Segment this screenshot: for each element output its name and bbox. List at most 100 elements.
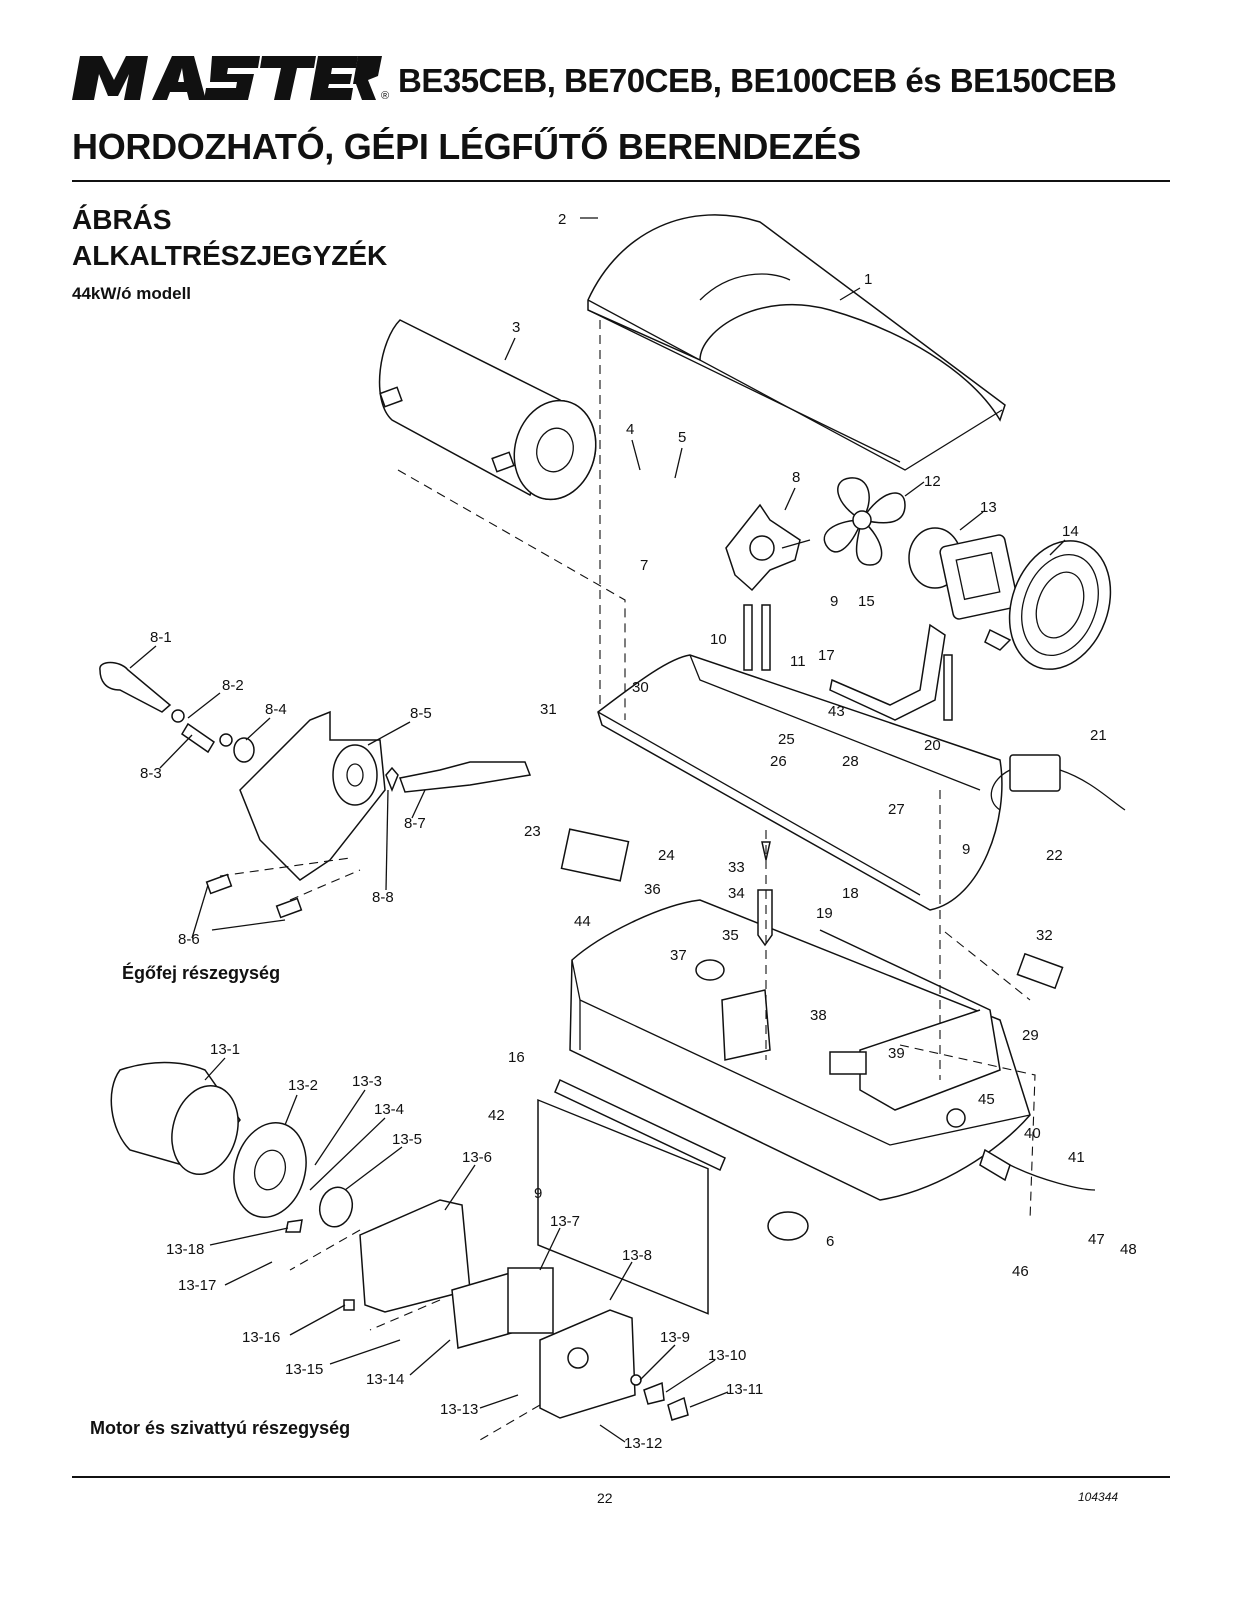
callout-28: 28 xyxy=(842,753,859,770)
callout-13-16: 13-16 xyxy=(242,1329,280,1346)
document-number: 104344 xyxy=(1078,1490,1119,1504)
callout-13-4: 13-4 xyxy=(374,1101,404,1118)
header-divider xyxy=(72,180,1170,182)
callout-15: 15 xyxy=(858,593,875,610)
upper-shell xyxy=(587,214,1006,471)
callout-17: 17 xyxy=(818,647,835,664)
leader-lines xyxy=(129,217,1066,1443)
callout-22: 22 xyxy=(1046,847,1063,864)
callout-13-1: 13-1 xyxy=(210,1041,240,1058)
callout-30: 30 xyxy=(632,679,649,696)
callout-13-17: 13-17 xyxy=(178,1277,216,1294)
callout-12: 12 xyxy=(924,473,941,490)
callout-8-3: 8-3 xyxy=(140,765,162,782)
motor xyxy=(908,527,1019,620)
callout-18: 18 xyxy=(842,885,859,902)
callout-29: 29 xyxy=(1022,1027,1039,1044)
callout-35: 35 xyxy=(722,927,739,944)
model-subtitle: 44kW/ó modell xyxy=(72,284,192,303)
callout-8-7: 8-7 xyxy=(404,815,426,832)
callout-13-5: 13-5 xyxy=(392,1131,422,1148)
callout-14: 14 xyxy=(1062,523,1079,540)
callout-40: 40 xyxy=(1024,1125,1041,1142)
footer-divider xyxy=(72,1476,1170,1478)
motor-subassembly xyxy=(110,1061,689,1421)
callout-6: 6 xyxy=(826,1233,834,1250)
section-title-line2: ALKALTRÉSZJEGYZÉK xyxy=(72,240,388,271)
callout-8: 8 xyxy=(792,469,800,486)
callout-46: 46 xyxy=(1012,1263,1029,1280)
callout-5: 5 xyxy=(678,429,686,446)
lower-shell xyxy=(597,654,1003,911)
burner-subassembly xyxy=(99,661,532,919)
callout-numbers: 2 1 3 4 5 8 12 13 14 7 9 15 10 11 17 30 … xyxy=(140,211,1137,1452)
callout-20: 20 xyxy=(924,737,941,754)
callout-44: 44 xyxy=(574,913,591,930)
callout-37: 37 xyxy=(670,947,687,964)
callout-8-1: 8-1 xyxy=(150,629,172,646)
callout-3: 3 xyxy=(512,319,520,336)
callout-13-2: 13-2 xyxy=(288,1077,318,1094)
fan-guard xyxy=(984,540,1112,670)
model-list: BE35CEB, BE70CEB, BE100CEB és BE150CEB xyxy=(398,62,1117,99)
callout-33: 33 xyxy=(728,859,745,876)
callout-9a: 9 xyxy=(830,593,838,610)
callout-2: 2 xyxy=(558,211,566,228)
callout-38: 38 xyxy=(810,1007,827,1024)
master-logo xyxy=(72,56,382,100)
callout-1: 1 xyxy=(864,271,872,288)
callout-21: 21 xyxy=(1090,727,1107,744)
callout-8-6: 8-6 xyxy=(178,931,200,948)
small-parts xyxy=(537,604,1126,1315)
burner-assembly-caption: Égőfej részegység xyxy=(122,963,281,983)
callout-23: 23 xyxy=(524,823,541,840)
callout-13-3: 13-3 xyxy=(352,1073,382,1090)
callout-13: 13 xyxy=(980,499,997,516)
callout-45: 45 xyxy=(978,1091,995,1108)
callout-34: 34 xyxy=(728,885,745,902)
callout-13-12: 13-12 xyxy=(624,1435,662,1452)
callout-8-4: 8-4 xyxy=(265,701,287,718)
callout-13-14: 13-14 xyxy=(366,1371,404,1388)
callout-8-2: 8-2 xyxy=(222,677,244,694)
callout-13-13: 13-13 xyxy=(440,1401,478,1418)
burner-head xyxy=(725,503,811,592)
callout-42: 42 xyxy=(488,1107,505,1124)
callout-26: 26 xyxy=(770,753,787,770)
callout-13-6: 13-6 xyxy=(462,1149,492,1166)
dashed-alignment-lines xyxy=(289,320,1036,1441)
callout-19: 19 xyxy=(816,905,833,922)
callout-48: 48 xyxy=(1120,1241,1137,1258)
section-title-line1: ÁBRÁS xyxy=(72,204,172,235)
callout-43: 43 xyxy=(828,703,845,720)
callout-39: 39 xyxy=(888,1045,905,1062)
callout-10: 10 xyxy=(710,631,727,648)
callout-7: 7 xyxy=(640,557,648,574)
callout-36: 36 xyxy=(644,881,661,898)
callout-13-9: 13-9 xyxy=(660,1329,690,1346)
page-title: HORDOZHATÓ, GÉPI LÉGFŰTŐ BERENDEZÉS xyxy=(72,126,861,167)
fan-blade xyxy=(823,477,906,566)
callout-31: 31 xyxy=(540,701,557,718)
callout-13-7: 13-7 xyxy=(550,1213,580,1230)
callout-24: 24 xyxy=(658,847,675,864)
callout-11: 11 xyxy=(790,653,806,670)
callout-4: 4 xyxy=(626,421,634,438)
callout-13-11: 13-11 xyxy=(726,1381,763,1398)
callout-25: 25 xyxy=(778,731,795,748)
callout-13-8: 13-8 xyxy=(622,1247,652,1264)
callout-9c: 9 xyxy=(534,1185,542,1202)
callout-13-18: 13-18 xyxy=(166,1241,204,1258)
registered-mark: ® xyxy=(381,90,390,102)
callout-8-5: 8-5 xyxy=(410,705,432,722)
callout-47: 47 xyxy=(1088,1231,1105,1248)
page-number: 22 xyxy=(597,1490,613,1506)
callout-16: 16 xyxy=(508,1049,525,1066)
callout-32: 32 xyxy=(1036,927,1053,944)
motor-assembly-caption: Motor és szivattyú részegység xyxy=(90,1418,351,1438)
callout-27: 27 xyxy=(888,801,905,818)
callout-8-8: 8-8 xyxy=(372,889,394,906)
combustion-chamber xyxy=(378,319,597,501)
callout-41: 41 xyxy=(1068,1149,1085,1166)
